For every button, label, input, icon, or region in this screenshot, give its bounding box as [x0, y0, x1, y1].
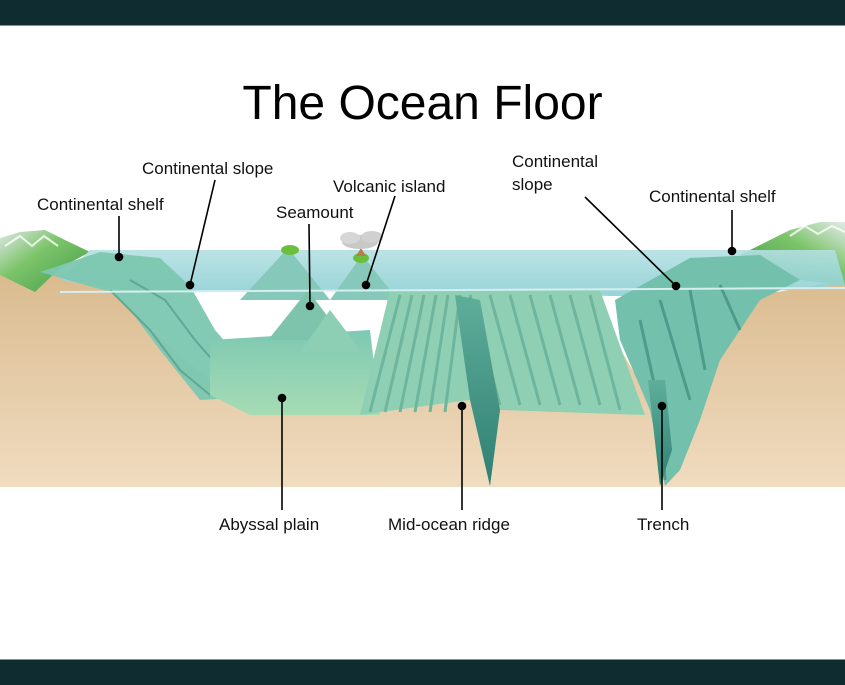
- label-abyssal-plain: Abyssal plain: [219, 515, 320, 534]
- top-bar: [0, 0, 845, 26]
- left-landmass: [0, 230, 90, 292]
- page-title: The Ocean Floor: [242, 77, 603, 130]
- label-continental-slope-right-line1: Continental: [512, 152, 599, 171]
- label-volcanic-island: Volcanic island: [333, 177, 446, 196]
- volcano-smoke: [340, 231, 383, 249]
- label-continental-shelf-right: Continental shelf: [649, 187, 776, 206]
- bottom-bar: [0, 659, 845, 685]
- water-surface-line: [59, 287, 845, 293]
- mid-ocean-ridge-surface: [360, 290, 645, 486]
- label-continental-shelf-left: Continental shelf: [37, 195, 164, 214]
- label-mid-ocean-ridge: Mid-ocean ridge: [388, 515, 510, 534]
- label-continental-slope-right-line2: slope: [512, 175, 553, 194]
- label-trench: Trench: [637, 515, 690, 534]
- seamounts: [240, 245, 398, 352]
- leader-lines: [114, 179, 737, 510]
- label-seamount: Seamount: [276, 203, 354, 222]
- label-continental-slope-left: Continental slope: [142, 159, 274, 178]
- sediment-layer: [0, 262, 845, 487]
